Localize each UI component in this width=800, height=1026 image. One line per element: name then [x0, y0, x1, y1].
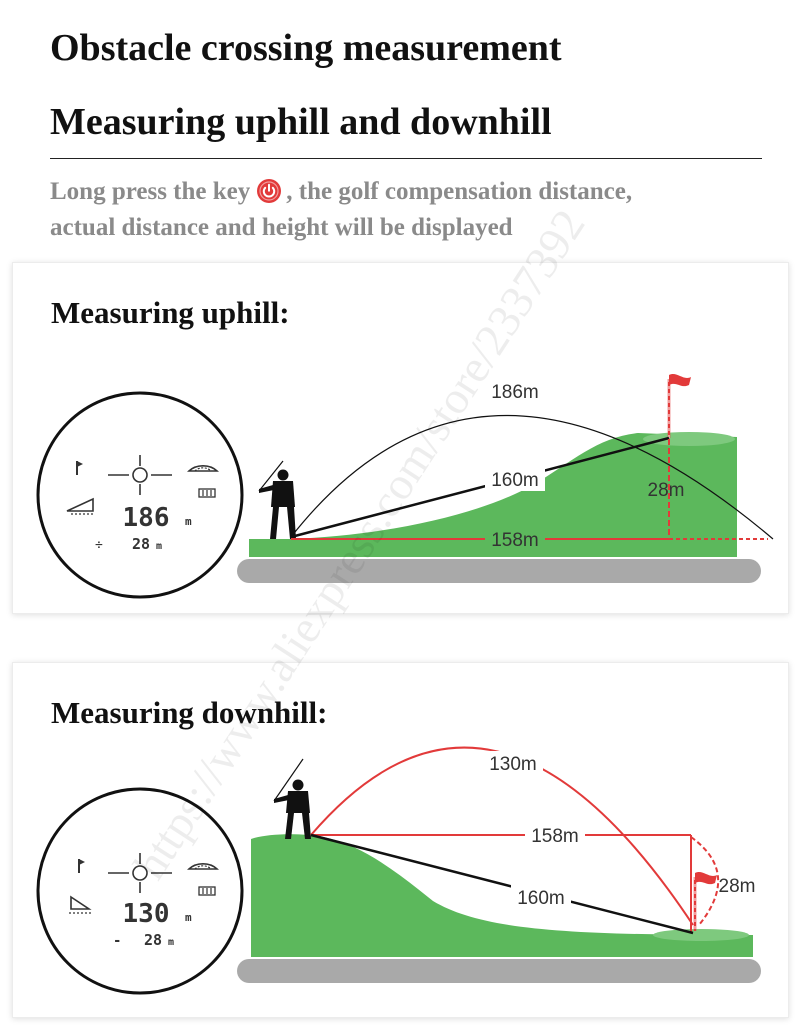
golfer-silhouette — [258, 460, 296, 539]
uphill-grass-hill — [249, 433, 737, 557]
battery-icon — [198, 886, 216, 896]
uphill-panel: Measuring uphill: — [12, 262, 789, 614]
golfer-silhouette — [273, 758, 311, 839]
display-sub-value: 28 — [144, 931, 162, 949]
uphill-arc-path — [290, 415, 774, 540]
display-sign: ÷ — [95, 538, 103, 553]
downhill-horizontal-label-bg — [525, 823, 585, 847]
display-sign: - — [113, 933, 121, 949]
flag-icon — [78, 859, 85, 873]
uphill-green-top — [643, 432, 735, 446]
downhill-grass-hill — [251, 834, 753, 957]
uphill-flag — [667, 374, 691, 438]
downhill-title: Measuring downhill: — [51, 695, 328, 730]
downhill-horizontal-label: 158m — [531, 826, 579, 847]
downhill-green-bottom — [653, 929, 749, 941]
uphill-rangefinder-display: 186 m ÷ 28 m — [36, 391, 244, 599]
display-main-unit: m — [185, 515, 192, 528]
display-sub-value: 28 — [132, 535, 150, 553]
crosshair-icon — [108, 455, 172, 495]
downhill-scene: 130 m - 28 m — [36, 746, 761, 995]
description-text-before-key: Long press the key — [50, 178, 251, 205]
downhill-panel: Measuring downhill: — [12, 662, 789, 1018]
uphill-horizontal-label-bg — [485, 527, 545, 551]
uphill-line-label-bg — [485, 467, 545, 491]
downhill-flag — [693, 872, 717, 931]
downhill-height-label: 28m — [719, 876, 756, 897]
downhill-line-label: 160m — [517, 888, 565, 909]
battery-icon — [198, 488, 216, 498]
uphill-ground-base — [237, 559, 761, 583]
signal-arc-icon — [187, 465, 219, 472]
uphill-title: Measuring uphill: — [51, 295, 290, 330]
power-icon — [257, 179, 282, 203]
signal-arc-icon — [187, 863, 219, 870]
uphill-arc-label-bg — [485, 379, 545, 403]
title-divider — [50, 158, 762, 159]
display-main-unit: m — [185, 911, 192, 924]
description-line-2: actual distance and height will be displ… — [50, 214, 513, 241]
display-main-value: 130 — [123, 899, 170, 929]
slope-down-icon — [69, 895, 93, 914]
downhill-arc-label: 130m — [489, 754, 537, 775]
downhill-arc-label-bg — [483, 751, 543, 775]
uphill-line-label: 160m — [491, 470, 539, 491]
crosshair-icon — [108, 853, 172, 893]
downhill-rangefinder-display: 130 m - 28 m — [36, 787, 244, 995]
description-line-1: Long press the key , the golf compensati… — [50, 178, 632, 206]
downhill-line-label-bg — [511, 885, 571, 909]
page-subtitle: Measuring uphill and downhill — [50, 101, 552, 143]
flag-icon — [76, 461, 83, 475]
uphill-horizontal-label: 158m — [491, 530, 539, 551]
downhill-height-arc — [690, 836, 720, 926]
uphill-scene: 186 m ÷ 28 m — [36, 374, 774, 599]
display-sub-unit: m — [156, 541, 162, 552]
page-title: Obstacle crossing measurement — [50, 27, 562, 69]
display-main-value: 186 — [123, 503, 170, 533]
description-text-after-key: , the golf compensation distance, — [286, 178, 633, 205]
downhill-direct-line — [310, 833, 694, 935]
slope-icon — [66, 497, 95, 515]
uphill-direct-line — [290, 436, 670, 539]
downhill-ground-base — [237, 959, 761, 983]
display-sub-unit: m — [168, 937, 174, 948]
uphill-height-label: 28m — [648, 480, 685, 501]
uphill-arc-label: 186m — [491, 382, 539, 403]
